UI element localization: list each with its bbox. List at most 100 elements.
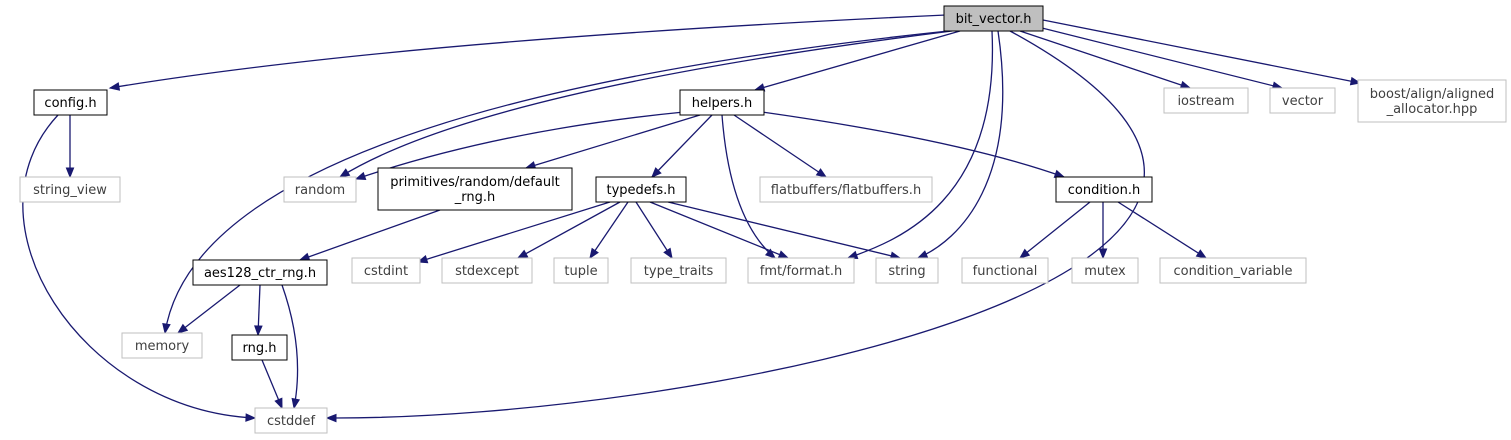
edge-config-to-cstddef xyxy=(22,114,257,422)
edge-line xyxy=(1029,24,1283,89)
node-box xyxy=(553,257,609,284)
arrowhead-icon xyxy=(589,247,599,260)
node-label: aes128_ctr_rng.h xyxy=(204,266,316,281)
node-label: random xyxy=(295,183,345,198)
node-default-rng[interactable]: primitives/random/default_rng.h xyxy=(377,167,573,211)
node-label: stdexcept xyxy=(455,264,519,279)
node-iostream: iostream xyxy=(1163,87,1249,114)
arrowhead-icon xyxy=(1053,169,1066,178)
edge-helpers-to-typedefs xyxy=(651,114,713,178)
node-label: functional xyxy=(973,264,1038,279)
arrowhead-icon xyxy=(764,248,777,259)
edge-line xyxy=(339,30,953,178)
edge-line xyxy=(1019,30,1191,89)
arrowhead-icon xyxy=(245,413,257,422)
edge-line xyxy=(635,201,673,259)
node-label: string_view xyxy=(33,183,107,198)
edge-line xyxy=(649,201,789,259)
node-functional: functional xyxy=(961,257,1049,284)
node-box xyxy=(1055,176,1153,203)
node-cstddef: cstddef xyxy=(254,407,328,434)
node-string-view: string_view xyxy=(19,176,121,203)
node-label: vector xyxy=(1282,94,1324,109)
edge-helpers-to-random xyxy=(354,111,685,181)
edge-line xyxy=(1042,19,1361,84)
node-label: _allocator.hpp xyxy=(1386,102,1478,117)
node-box xyxy=(33,89,108,116)
node-label: iostream xyxy=(1177,94,1234,109)
edge-default_rng-to-aes128 xyxy=(298,209,441,261)
edge-bit_vector-to-string xyxy=(916,30,1004,259)
node-helpers[interactable]: helpers.h xyxy=(679,89,765,116)
edge-line xyxy=(761,111,1065,178)
node-bit-vector[interactable]: bit_vector.h xyxy=(943,5,1044,32)
node-condition[interactable]: condition.h xyxy=(1055,176,1153,203)
edge-line xyxy=(281,284,299,409)
node-vector: vector xyxy=(1269,87,1336,114)
node-random: random xyxy=(283,176,357,203)
edge-line xyxy=(847,30,994,259)
edge-config-to-string_view xyxy=(65,115,75,179)
node-label: rng.h xyxy=(243,341,277,356)
arrowhead-icon xyxy=(298,252,311,261)
edge-line xyxy=(326,30,1145,419)
node-aes128[interactable]: aes128_ctr_rng.h xyxy=(192,259,328,286)
edge-typedefs-to-cstdint xyxy=(416,201,611,264)
arrowhead-icon xyxy=(916,250,929,259)
edge-typedefs-to-string xyxy=(667,201,902,260)
node-label: bit_vector.h xyxy=(956,12,1032,27)
node-label: memory xyxy=(135,339,190,354)
node-label: fmt/format.h xyxy=(760,264,842,279)
node-box xyxy=(351,257,421,284)
node-label: string xyxy=(888,264,925,279)
node-label: cstddef xyxy=(267,414,316,429)
arrowhead-icon xyxy=(1195,249,1208,259)
node-aligned-allocator: boost/align/aligned_allocator.hpp xyxy=(1357,79,1507,123)
node-box xyxy=(1159,257,1307,284)
node-tuple: tuple xyxy=(553,257,609,284)
node-label: config.h xyxy=(44,96,96,111)
edge-aes128-to-memory xyxy=(176,284,241,334)
node-box xyxy=(254,407,328,434)
node-rng[interactable]: rng.h xyxy=(231,334,288,361)
edge-helpers-to-default_rng xyxy=(524,114,701,170)
arrowhead-icon xyxy=(663,247,673,260)
arrowhead-icon xyxy=(176,323,189,334)
node-box xyxy=(231,334,288,361)
arrowhead-icon xyxy=(1018,248,1031,259)
node-cstdint: cstdint xyxy=(351,257,421,284)
node-label: typedefs.h xyxy=(606,183,675,198)
edge-bit_vector-to-vector xyxy=(1029,24,1284,90)
edge-bit_vector-to-config xyxy=(108,14,947,91)
edge-line xyxy=(355,111,685,180)
edge-line xyxy=(667,201,901,259)
node-mutex: mutex xyxy=(1071,257,1139,284)
node-typedefs[interactable]: typedefs.h xyxy=(595,176,687,203)
node-box xyxy=(961,257,1049,284)
edge-condition-to-functional xyxy=(1018,201,1091,259)
node-label: cstdint xyxy=(364,264,408,279)
edge-bit_vector-to-random xyxy=(338,30,953,178)
node-box xyxy=(595,176,687,203)
arrowhead-icon xyxy=(651,167,662,178)
node-config[interactable]: config.h xyxy=(33,89,108,116)
edge-layer xyxy=(22,14,1362,423)
node-box xyxy=(1163,87,1249,114)
edge-line xyxy=(177,284,241,334)
node-box xyxy=(121,332,203,359)
node-box xyxy=(192,259,328,286)
node-box xyxy=(377,167,573,211)
edge-bit_vector-to-cstddef xyxy=(325,30,1145,423)
node-layer: bit_vector.h config.h helpers.h iostream vec… xyxy=(19,5,1507,434)
arrowhead-icon xyxy=(274,397,283,410)
node-label: type_traits xyxy=(644,264,714,279)
arrowhead-icon xyxy=(65,167,75,179)
edge-line xyxy=(651,114,713,178)
node-box xyxy=(943,5,1044,32)
edge-line xyxy=(517,201,621,259)
edge-line xyxy=(1117,201,1207,259)
arrowhead-icon xyxy=(325,413,337,423)
node-box xyxy=(875,257,939,284)
node-type-traits: type_traits xyxy=(630,257,727,284)
